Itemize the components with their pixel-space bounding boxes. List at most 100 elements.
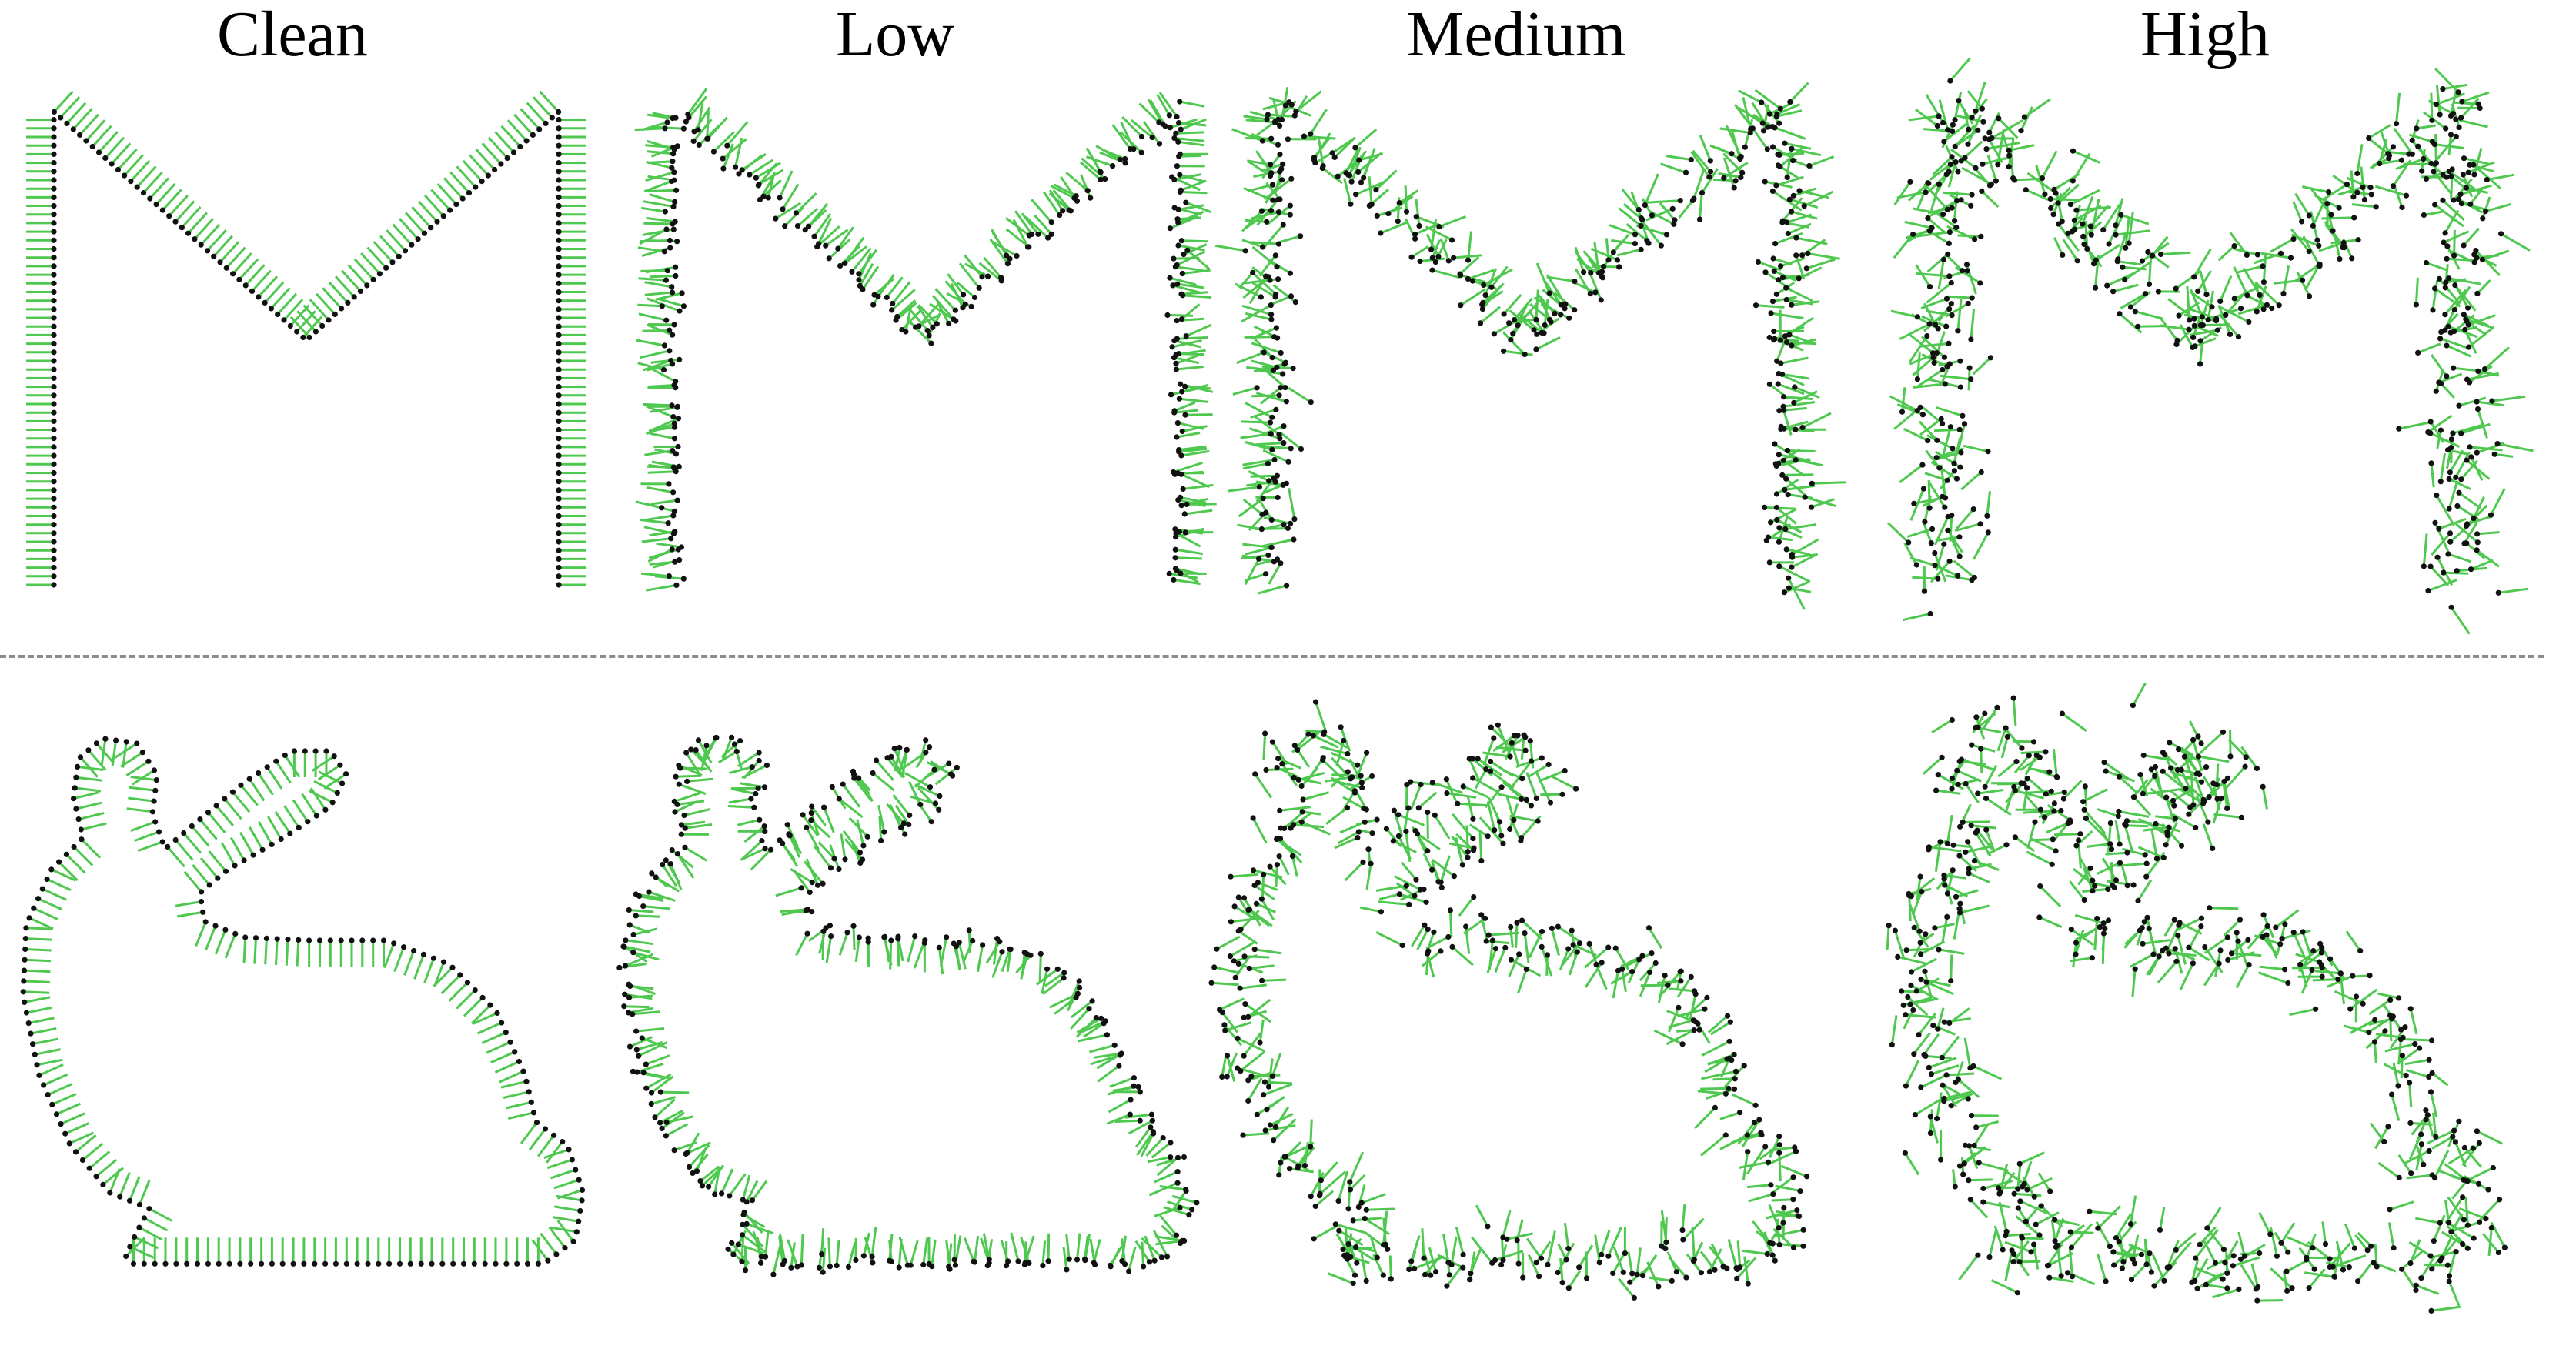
point: [145, 758, 152, 764]
point: [666, 573, 673, 579]
point: [1734, 1275, 1740, 1281]
point: [1785, 230, 1791, 237]
normal-vector: [746, 1222, 774, 1235]
point: [1942, 381, 1948, 387]
normal-vector: [513, 113, 534, 136]
point: [921, 940, 927, 946]
normal-vector: [1300, 766, 1319, 787]
normal-vector: [2346, 176, 2371, 189]
point: [1268, 316, 1275, 322]
point: [1369, 830, 1375, 836]
point: [409, 242, 415, 248]
point: [770, 1271, 777, 1277]
normal-vector: [1178, 244, 1205, 252]
normal-vector: [781, 183, 800, 210]
point: [51, 539, 57, 545]
point: [1436, 224, 1442, 230]
normal-vector: [1265, 179, 1283, 204]
point: [72, 1149, 79, 1155]
normal-vector: [1079, 161, 1101, 181]
normal-vector: [1014, 210, 1033, 235]
point: [703, 743, 710, 749]
normal-vector: [1515, 1219, 1524, 1241]
normal-vector: [646, 583, 677, 592]
point: [1755, 259, 1761, 265]
point: [970, 937, 976, 944]
normal-vector: [893, 748, 905, 773]
normal-vector: [2115, 229, 2150, 236]
point: [2482, 209, 2489, 215]
normal-vector: [1770, 312, 1804, 319]
normal-vector: [681, 820, 706, 826]
point: [1707, 158, 1713, 164]
normal-vector: [1678, 199, 1694, 219]
point: [1171, 576, 1177, 583]
normal-vector: [896, 299, 917, 318]
normal-vector: [2494, 452, 2514, 458]
point: [1177, 381, 1184, 387]
normal-vector: [1919, 940, 1946, 956]
normal-vector: [1006, 949, 1012, 973]
normal-vector: [722, 138, 747, 160]
normal-vector: [1639, 218, 1662, 247]
normal-vector: [1109, 1077, 1134, 1088]
normal-vector: [1973, 860, 2000, 871]
normal-vector: [2026, 850, 2053, 866]
point: [627, 983, 633, 990]
point: [985, 273, 991, 279]
point: [1789, 554, 1796, 560]
point: [1958, 158, 1964, 164]
point: [835, 245, 841, 252]
normal-vector: [1916, 272, 1950, 278]
normal-vector: [2469, 446, 2503, 452]
point: [2260, 263, 2266, 269]
point: [2080, 233, 2087, 239]
point: [1168, 392, 1174, 398]
normal-vector: [183, 870, 202, 893]
normal-vector: [1261, 162, 1284, 172]
normal-vector: [1000, 1239, 1010, 1262]
normal-vector: [2424, 210, 2444, 216]
point: [2132, 309, 2138, 315]
normal-vector: [1772, 1176, 1794, 1194]
normal-vector: [1503, 349, 1533, 356]
point: [1799, 252, 1806, 259]
normal-vector: [964, 262, 989, 278]
normal-vector: [1974, 82, 1986, 112]
point: [1980, 161, 1986, 167]
normal-vector: [1431, 858, 1455, 877]
point: [556, 349, 562, 356]
normal-vector: [647, 465, 674, 469]
point: [1278, 560, 1284, 566]
normal-vector: [2063, 780, 2083, 800]
normal-vector: [2435, 85, 2441, 115]
point: [1341, 737, 1347, 744]
point: [2070, 148, 2077, 154]
point: [1927, 610, 1933, 617]
point: [376, 1260, 382, 1267]
point: [827, 1264, 833, 1270]
point: [1374, 816, 1380, 823]
normal-vector: [2127, 820, 2152, 825]
point: [1086, 1006, 1092, 1012]
normal-vector: [25, 948, 52, 952]
normal-vector: [1330, 770, 1349, 788]
normal-vector: [886, 756, 904, 778]
normal-vector: [2467, 515, 2492, 526]
normal-vector: [1331, 136, 1356, 155]
normal-vector: [1930, 461, 1958, 480]
normal-vector: [89, 1150, 111, 1170]
normal-vector: [625, 939, 654, 946]
normal-vector: [2177, 748, 2202, 763]
normal-vector: [2472, 163, 2502, 190]
normal-vector: [1169, 118, 1198, 129]
point: [1519, 917, 1525, 923]
point: [807, 889, 813, 896]
point: [1276, 392, 1282, 399]
point: [1533, 316, 1539, 323]
point: [1275, 142, 1281, 148]
normal-vector: [1458, 896, 1475, 917]
normal-vector: [629, 909, 654, 913]
point: [1592, 289, 1599, 296]
normal-vector: [470, 1004, 491, 1025]
